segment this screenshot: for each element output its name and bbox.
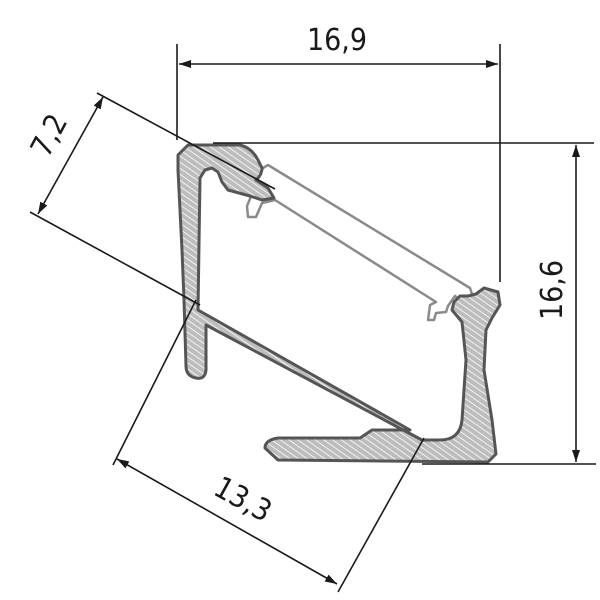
dimension-label-right: 16,6 [535,260,570,320]
aluminium-profile [176,143,502,464]
diffuser-cover [245,163,476,322]
dimension-diffuser-depth: 7,2 [24,92,276,306]
dimension-label-base: 13,3 [208,470,278,530]
dimension-right-height: 16,6 [213,142,596,465]
dimension-label-diffuser-depth: 7,2 [24,108,75,162]
dimension-label-top: 16,9 [307,23,367,58]
dimension-top-width: 16,9 [176,23,501,282]
